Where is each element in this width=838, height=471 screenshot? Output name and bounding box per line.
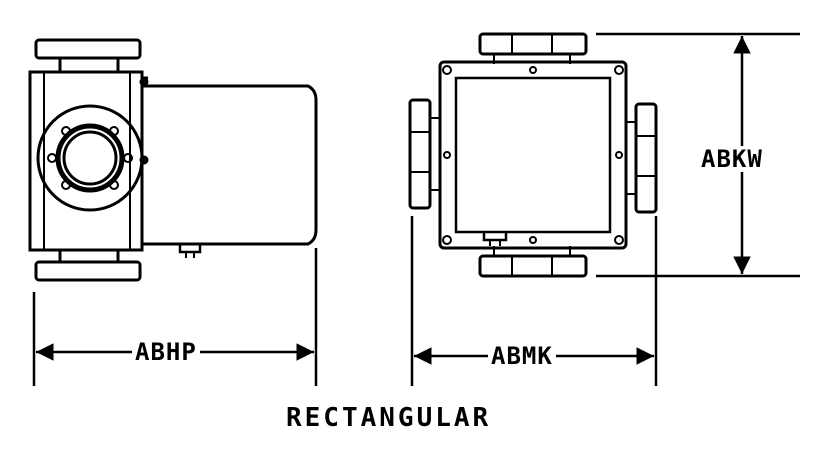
side-port-flange (36, 104, 144, 212)
abmk-dimension-label: ABMK (488, 343, 556, 369)
front-cover (454, 76, 612, 234)
front-left-flange (408, 98, 432, 210)
abkw-dimension-label: ABKW (698, 146, 766, 172)
side-view (28, 38, 318, 282)
front-right-flange (634, 102, 658, 214)
abhp-dimension-label: ABHP (132, 339, 200, 365)
diagram-caption: RECTANGULAR (286, 403, 492, 433)
side-bottom-flange (34, 260, 142, 282)
front-bottom-flange (478, 254, 588, 278)
front-view (408, 32, 658, 278)
side-sensor-body (142, 84, 318, 246)
side-top-flange (34, 38, 142, 60)
front-top-flange (478, 32, 588, 56)
front-housing (438, 60, 628, 250)
